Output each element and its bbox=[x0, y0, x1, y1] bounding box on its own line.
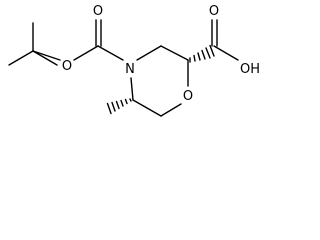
bond-ester-o-to-carbonyl bbox=[73, 45, 99, 61]
bond-ring-o-to-c6 bbox=[160, 103, 182, 117]
acid-carbonyl-oxygen-label: O bbox=[209, 4, 219, 19]
bond-tbu-methyl-left bbox=[8, 50, 34, 66]
bond-c5-to-n bbox=[130, 77, 134, 101]
methyl-hashed-wedge bbox=[106, 98, 132, 115]
bond-n-to-c3 bbox=[136, 45, 162, 61]
bond-acid-carbon-to-oh bbox=[213, 45, 239, 61]
ring-nitrogen-label: N bbox=[125, 62, 135, 77]
bond-tbu-to-ester-o bbox=[32, 50, 61, 61]
ester-oxygen-label: O bbox=[62, 59, 72, 74]
bond-carbonyl-to-n bbox=[97, 45, 124, 61]
hydroxyl-label: OH bbox=[240, 62, 260, 77]
bond-c3-to-c2 bbox=[160, 45, 189, 61]
bond-tbu-methyl-right bbox=[32, 50, 58, 66]
ring-oxygen-label: O bbox=[183, 89, 193, 104]
carboxyl-hashed-wedge bbox=[189, 44, 215, 63]
boc-carbonyl-oxygen-label: O bbox=[93, 4, 103, 19]
bond-c6-to-c5 bbox=[132, 99, 162, 117]
molecule-structure: O O N O O OH bbox=[8, 4, 260, 117]
